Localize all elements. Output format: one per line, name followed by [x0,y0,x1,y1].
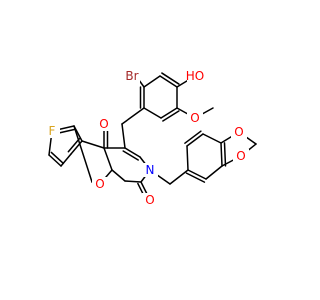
bond-b3-b4 [223,142,227,167]
atom-label-text: O [95,177,104,191]
atom-label-N: N [142,163,158,177]
bond-c15-c14 [73,125,93,183]
bond-ch2-b1 [169,169,189,185]
atom-label-background [142,163,158,177]
atom-label-O_methoxy: O [187,111,203,125]
bond-r4-c1 [121,107,145,125]
atom-label-background [142,193,158,207]
bond-c1-c2 [121,123,126,149]
atom-label-O_lactam: O [142,193,158,207]
bond-r5-r6 [162,110,180,122]
bond-c7-c8 [103,147,113,171]
atom-label-O_dioxole_bottom: O [233,149,249,163]
bond-b5-b6 [186,133,204,147]
bond-c6-c7 [111,169,126,182]
bond-b4-b5 [202,133,222,144]
atom-label-background [44,124,60,138]
atom-label-text: O [236,149,245,163]
bond-r1-r2 [159,75,178,88]
atom-label-background [124,69,140,83]
atom-label-text: F [49,124,56,138]
atom-label-text: Br [125,69,138,83]
bond-c2-c3 [122,150,139,161]
bond-r5-r6 [160,107,178,119]
bond-r2-r3 [143,75,161,88]
atom-label-background [96,117,112,131]
bond-r4-r5 [143,107,162,119]
bond-c14-c9 [73,125,83,142]
atom-label-text: O [99,117,108,131]
bond-c9-c8 [81,140,105,149]
bond-b2-b3 [205,165,223,180]
bond-b1-b2 [187,169,207,180]
atom-label-text: HO [186,69,204,83]
bond-b3-b4 [220,142,223,167]
bond-b5-b6 [184,130,202,144]
atom-label-background [233,149,249,163]
atom-label-background [187,111,203,125]
atom-label-background [231,125,247,139]
bond-c9-c10 [67,137,81,153]
atom-label-text: N [146,163,155,177]
bond-c2-c3 [124,147,141,158]
bond-b1-b2 [185,172,206,183]
bond-r1-r2 [161,72,180,85]
bond-c5-c6 [124,180,142,183]
atom-label-Br: Br [124,69,140,83]
bond-c10-c9 [70,140,83,155]
bond-layer [48,72,257,203]
bond-c11-c12 [50,151,65,165]
atom-label-text: O [190,111,199,125]
atom-label-O_ring: O [92,177,108,191]
atom-label-background [187,69,203,83]
atom-label-O_hydroxyl: HO [186,69,204,83]
atom-label-O_ketone: O [96,117,112,131]
atom-label-O_dioxole_top: O [231,125,247,139]
bond-b6-b1 [186,145,189,171]
atom-label-text: O [234,125,243,139]
atom-label-background [92,177,108,191]
atom-label-text: O [145,193,154,207]
bond-c11-c10 [60,153,72,167]
atom-label-F: F [44,124,60,138]
bond-c12-c11 [48,154,62,167]
